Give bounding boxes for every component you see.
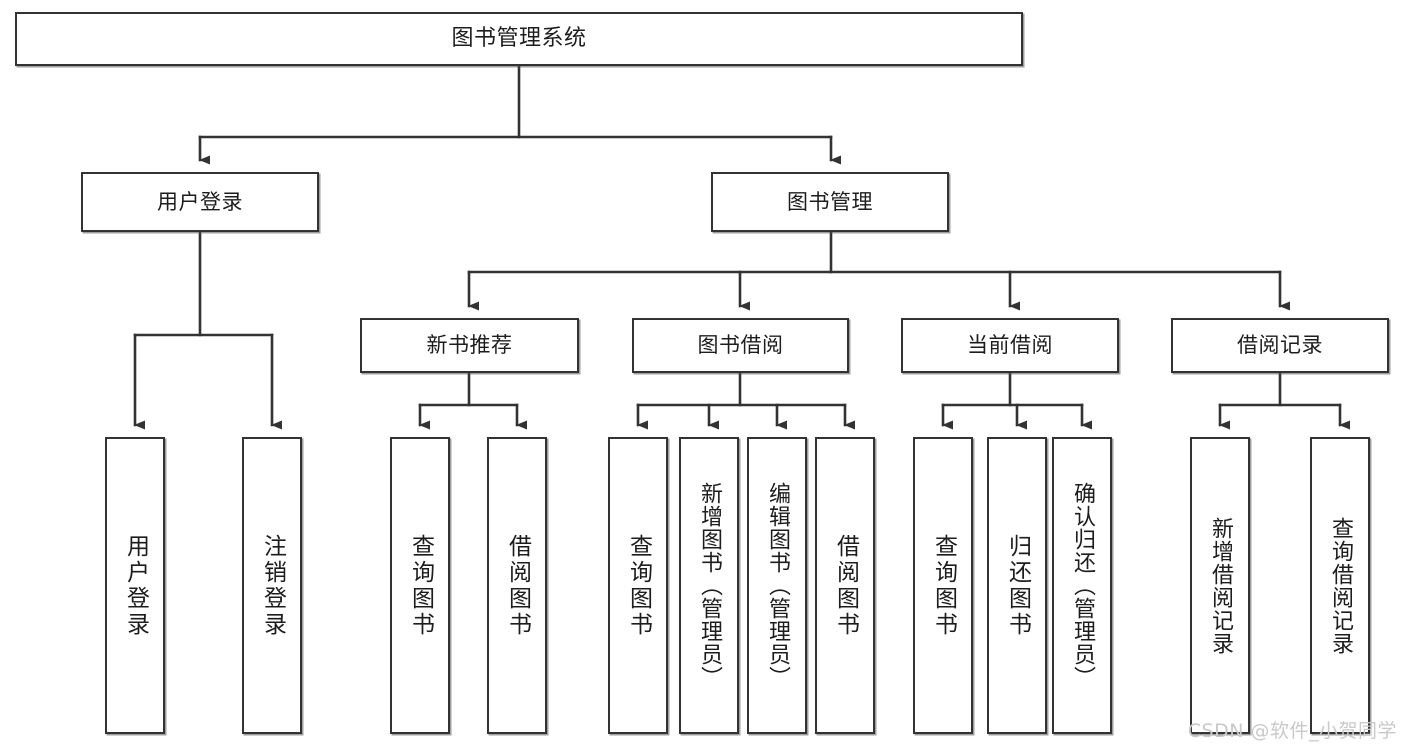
leaf-node-label: 新增图书（管理员） (697, 482, 722, 689)
node-root[interactable]: 图书管理系统 (15, 12, 1023, 66)
leaf-node-label: 编辑图书（管理员） (765, 482, 790, 689)
node-book-borrow-label: 图书借阅 (697, 333, 784, 358)
node-new-book-recommend-label: 新书推荐 (426, 333, 513, 358)
node-user-login[interactable]: 用户登录 (81, 172, 319, 232)
leaf-node[interactable]: 确认归还（管理员） (1052, 437, 1112, 734)
leaf-node[interactable]: 查询图书 (913, 437, 973, 734)
leaf-node-label: 查询图书 (625, 533, 652, 638)
leaf-node[interactable]: 查询借阅记录 (1310, 437, 1370, 734)
node-borrow-record[interactable]: 借阅记录 (1171, 318, 1389, 373)
leaf-node-label: 查询图书 (930, 533, 957, 638)
leaf-node[interactable]: 查询图书 (390, 437, 450, 734)
leaf-node[interactable]: 编辑图书（管理员） (747, 437, 807, 734)
watermark: CSDN @软件_小贺同学 (1187, 720, 1397, 742)
leaf-node-label: 新增借阅记录 (1208, 516, 1233, 655)
leaf-node-label: 用户登录 (122, 533, 149, 638)
leaf-node[interactable]: 归还图书 (987, 437, 1047, 734)
node-root-label: 图书管理系统 (451, 26, 587, 52)
node-current-borrow-label: 当前借阅 (967, 333, 1053, 358)
leaf-node-label: 借阅图书 (832, 533, 859, 638)
leaf-node-label: 查询图书 (407, 533, 434, 638)
leaf-node[interactable]: 借阅图书 (815, 437, 875, 734)
node-book-borrow[interactable]: 图书借阅 (632, 318, 849, 373)
leaf-node-label: 归还图书 (1004, 533, 1031, 638)
node-book-management-label: 图书管理 (787, 189, 873, 214)
node-borrow-record-label: 借阅记录 (1237, 333, 1323, 358)
leaf-node[interactable]: 新增图书（管理员） (679, 437, 739, 734)
leaf-node[interactable]: 借阅图书 (487, 437, 547, 734)
node-current-borrow[interactable]: 当前借阅 (901, 318, 1119, 373)
leaf-node-label: 注销登录 (259, 533, 286, 638)
leaf-node-label: 借阅图书 (504, 533, 531, 638)
leaf-node-label: 查询借阅记录 (1328, 516, 1353, 655)
leaf-node[interactable]: 用户登录 (105, 437, 165, 734)
node-user-login-label: 用户登录 (157, 189, 243, 214)
node-book-management[interactable]: 图书管理 (711, 172, 949, 232)
leaf-node[interactable]: 新增借阅记录 (1190, 437, 1250, 734)
leaf-node[interactable]: 注销登录 (242, 437, 302, 734)
leaf-node-label: 确认归还（管理员） (1070, 482, 1095, 689)
leaf-node[interactable]: 查询图书 (608, 437, 668, 734)
node-new-book-recommend[interactable]: 新书推荐 (360, 318, 579, 373)
